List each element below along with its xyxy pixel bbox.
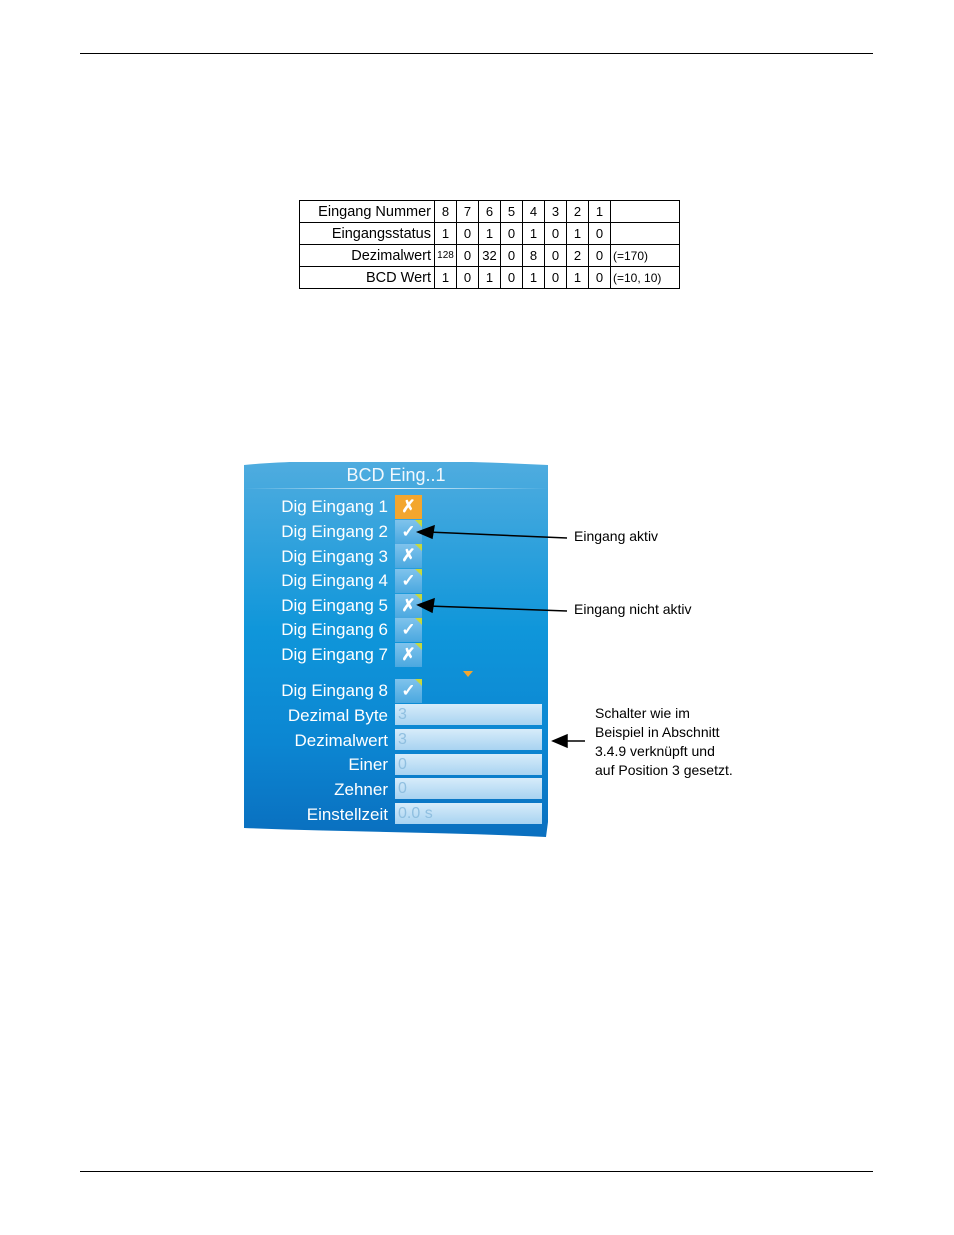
dig-input-5-checkbox[interactable]: ✗ [395,594,422,618]
arrow-inactive-head-icon [416,597,435,614]
arrow-active-line [427,531,568,539]
switch-annotation-line: 3.4.9 verknüpft und [595,743,715,759]
active-annotation: Eingang aktiv [574,528,659,544]
row-label: BCD Wert [299,266,435,289]
dig-input-8-checkbox[interactable]: ✓ [395,679,422,703]
scroll-down-arrow-icon[interactable] [463,671,473,677]
dig-input-6-label: Dig Eingang 6 [281,620,388,639]
dezimal-byte-field[interactable]: 3 [395,704,542,725]
dig-input-4-checkbox[interactable]: ✓ [395,569,422,593]
arrow-inactive-line [427,605,568,612]
dig-input-4-label: Dig Eingang 4 [281,571,388,590]
dig-input-1-checkbox[interactable]: ✗ [395,495,422,519]
dig-input-3-label: Dig Eingang 3 [281,547,388,566]
switch-annotation-line: auf Position 3 gesetzt. [595,762,733,778]
dezimalwert-label: Dezimalwert [294,731,388,750]
zehner-label: Zehner [334,780,388,799]
arrow-switch-head-icon [551,733,568,749]
dezimal-byte-label: Dezimal Byte [287,706,388,725]
einer-label: Einer [348,755,388,774]
switch-annotation: Schalter wie im Beispiel in Abschnitt 3.… [595,704,733,780]
device-screen: BCD Eing..1 Dig Eingang 1 ✗ Dig Eingang … [244,462,548,837]
table-note: (=10, 10) [610,266,680,289]
einer-field[interactable]: 0 [395,754,542,775]
switch-annotation-line: Schalter wie im [595,705,690,721]
dezimalwert-field[interactable]: 3 [395,729,542,750]
screen-title: BCD Eing..1 [346,465,446,485]
table-note: (=170) [610,244,680,267]
dig-input-3-checkbox[interactable]: ✗ [395,544,422,568]
inactive-annotation: Eingang nicht aktiv [574,601,692,617]
table-row: BCD Wert 1 0 1 0 1 0 1 0 (=10, 10) [299,266,680,289]
header-rule [80,53,873,54]
dig-input-8-label: Dig Eingang 8 [281,681,388,700]
dig-input-1-label: Dig Eingang 1 [281,497,388,516]
einstellzeit-label: Einstellzeit [306,805,388,824]
dig-input-7-checkbox[interactable]: ✗ [395,643,422,667]
table-cell: 32 [478,244,501,267]
footer-rule [80,1171,873,1172]
dig-input-5-label: Dig Eingang 5 [281,596,388,615]
switch-annotation-line: Beispiel in Abschnitt [595,724,720,740]
dig-input-2-label: Dig Eingang 2 [281,522,388,541]
arrow-active-head-icon [415,524,435,540]
zehner-field[interactable]: 0 [395,778,542,799]
row-label: Eingangsstatus [299,222,435,245]
bcd-table: Eingang Nummer 8 7 6 5 4 3 2 1 Eingangss… [299,200,680,289]
title-divider [244,488,548,489]
dig-input-6-checkbox[interactable]: ✓ [395,618,422,642]
einstellzeit-field[interactable]: 0.0 s [395,803,542,824]
dig-input-7-label: Dig Eingang 7 [281,645,388,664]
row-label: Dezimalwert [299,244,435,267]
